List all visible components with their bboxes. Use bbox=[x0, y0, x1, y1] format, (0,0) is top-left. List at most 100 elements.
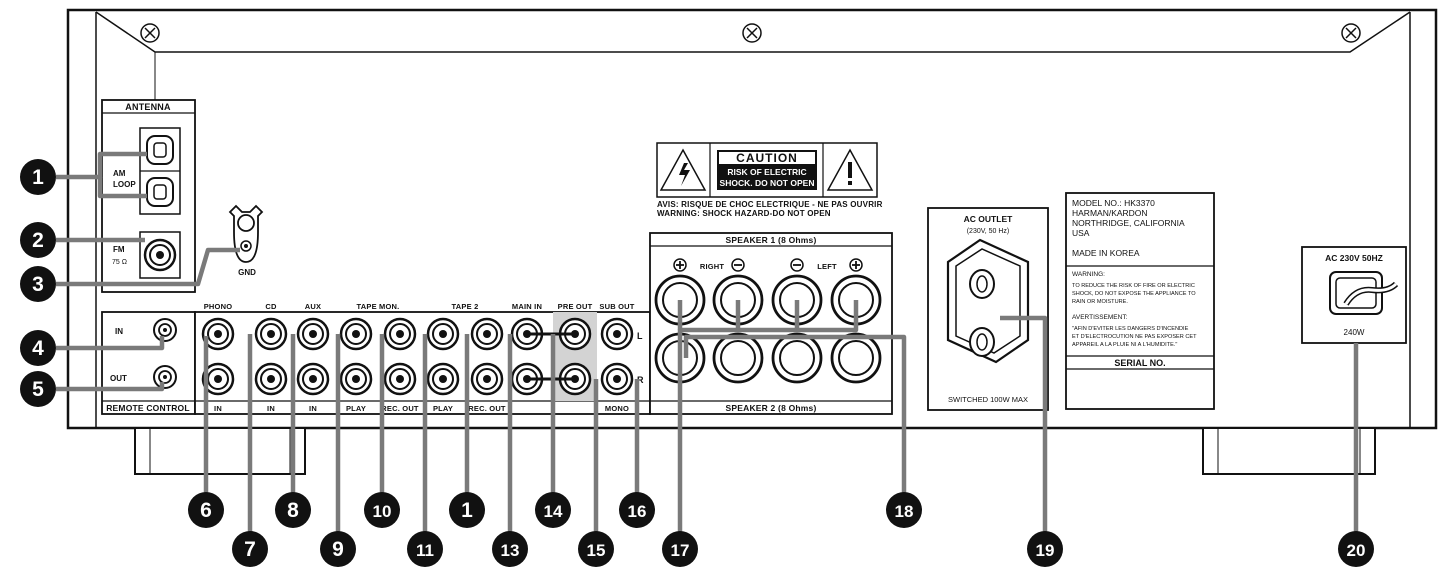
rca-jack[interactable] bbox=[296, 362, 330, 396]
rca-jack[interactable] bbox=[254, 317, 288, 351]
callout-number: 6 bbox=[200, 499, 212, 522]
minus-icon bbox=[790, 258, 804, 272]
tape2-rec-out-label: REC. OUT bbox=[468, 404, 506, 413]
screw-left bbox=[140, 23, 160, 43]
callout-marker: 3 bbox=[20, 266, 56, 302]
speaker-binding-post[interactable] bbox=[830, 332, 882, 384]
warning-line3: RAIN OR MOISTURE. bbox=[1072, 299, 1128, 305]
callout-number: 10 bbox=[373, 502, 392, 521]
rca-jack[interactable] bbox=[339, 362, 373, 396]
remote-out-jack[interactable] bbox=[153, 365, 177, 389]
caution-title: CAUTION bbox=[736, 151, 798, 165]
foot-left bbox=[134, 427, 306, 475]
speaker2-label: SPEAKER 2 (8 Ohms) bbox=[726, 403, 817, 413]
warning-text: WARNING: SHOCK HAZARD-DO NOT OPEN bbox=[657, 209, 831, 218]
speaker-right-label: RIGHT bbox=[700, 262, 725, 271]
callout-number: 1 bbox=[461, 499, 473, 522]
aux-in-label: IN bbox=[309, 404, 317, 413]
callout-marker: 17 bbox=[662, 531, 698, 567]
avertissement-title: AVERTISSEMENT: bbox=[1072, 314, 1128, 321]
callout-marker: 7 bbox=[232, 531, 268, 567]
callout-marker: 19 bbox=[1027, 531, 1063, 567]
rca-jack[interactable] bbox=[600, 317, 634, 351]
callout-number: 18 bbox=[895, 502, 914, 521]
callout-marker: 1 bbox=[449, 492, 485, 528]
rca-jack[interactable] bbox=[426, 317, 460, 351]
callout-number: 17 bbox=[671, 541, 690, 560]
am-loop-terminal-bottom[interactable] bbox=[146, 177, 174, 207]
power-watts-label: 240W bbox=[1344, 328, 1365, 337]
loop-label: LOOP bbox=[113, 180, 136, 189]
rca-jack[interactable] bbox=[383, 317, 417, 351]
callout-marker: 9 bbox=[320, 531, 356, 567]
avis-text: AVIS: RISQUE DE CHOC ELECTRIQUE - NE PAS… bbox=[657, 200, 883, 209]
tape-mon-play-label: PLAY bbox=[346, 404, 366, 413]
callout-marker: 20 bbox=[1338, 531, 1374, 567]
speaker-binding-post[interactable] bbox=[771, 332, 823, 384]
speaker-binding-post[interactable] bbox=[712, 332, 764, 384]
rca-jack[interactable] bbox=[470, 317, 504, 351]
rca-jack[interactable] bbox=[254, 362, 288, 396]
rca-jack[interactable] bbox=[201, 317, 235, 351]
fm-label: FM bbox=[113, 245, 125, 254]
gnd-label: GND bbox=[238, 268, 256, 277]
speaker-terminal-panel: SPEAKER 1 (8 Ohms) SPEAKER 2 (8 Ohms) RI… bbox=[649, 232, 893, 415]
screw-right bbox=[1341, 23, 1361, 43]
input-jack-panel: PHONO CD AUX TAPE MON. TAPE 2 MAIN IN PR… bbox=[194, 302, 651, 415]
fm-ohm-label: 75 Ω bbox=[112, 259, 127, 266]
am-loop-terminal-top[interactable] bbox=[146, 135, 174, 165]
tape-mon-label: TAPE MON. bbox=[357, 302, 400, 311]
power-cord-section: AC 230V 50HZ 240W bbox=[1301, 246, 1407, 344]
callout-marker: 11 bbox=[407, 531, 443, 567]
callout-marker: 2 bbox=[20, 222, 56, 258]
ac-outlet-switched: SWITCHED 100W MAX bbox=[948, 395, 1028, 404]
rca-jack[interactable] bbox=[470, 362, 504, 396]
callout-number: 11 bbox=[416, 541, 434, 560]
tape-mon-rec-out-label: REC. OUT bbox=[381, 404, 419, 413]
rca-jack[interactable] bbox=[600, 362, 634, 396]
antenna-title: ANTENNA bbox=[125, 102, 171, 112]
avertissement-line2: ET D'ELECTROCUTION NE PAS EXPOSER CET bbox=[1072, 334, 1197, 340]
callout-number: 2 bbox=[32, 229, 44, 252]
main-in-label: MAIN IN bbox=[512, 302, 542, 311]
callout-marker: 10 bbox=[364, 492, 400, 528]
rca-jack[interactable] bbox=[383, 362, 417, 396]
remote-control-section: REMOTE CONTROL IN OUT bbox=[101, 311, 196, 415]
callout-marker: 15 bbox=[578, 531, 614, 567]
pre-out-label: PRE OUT bbox=[558, 302, 593, 311]
callout-number: 3 bbox=[32, 273, 44, 296]
speaker-left-label: LEFT bbox=[817, 262, 837, 271]
warning-line2: SHOCK, DO NOT EXPOSE THE APPLIANCE TO bbox=[1072, 291, 1196, 297]
cd-in-label: IN bbox=[267, 404, 275, 413]
callout-marker: 1 bbox=[20, 159, 56, 195]
rca-jack[interactable] bbox=[339, 317, 373, 351]
model-label: MODEL NO.: HK3370 HARMAN/KARDON NORTHRID… bbox=[1065, 192, 1215, 410]
plus-icon bbox=[849, 258, 863, 272]
ac-outlet-sub: (230V, 50 Hz) bbox=[967, 228, 1010, 235]
callout-number: 19 bbox=[1036, 541, 1055, 560]
minus-icon bbox=[731, 258, 745, 272]
avertissement-line1: "AFIN D'EVITER LES DANGERS D'INCENDIE bbox=[1072, 326, 1189, 332]
model-line4: USA bbox=[1072, 228, 1090, 238]
rca-jack[interactable] bbox=[201, 362, 235, 396]
callout-marker: 8 bbox=[275, 492, 311, 528]
leader-lines bbox=[56, 151, 1359, 533]
power-cord-icon bbox=[1329, 271, 1399, 315]
aux-label: AUX bbox=[305, 302, 321, 311]
caution-line2: SHOCK. DO NOT OPEN bbox=[720, 178, 815, 188]
ac-outlet-socket[interactable] bbox=[946, 238, 1030, 364]
rca-jack[interactable] bbox=[426, 362, 460, 396]
callout-marker: 16 bbox=[619, 492, 655, 528]
am-label: AM bbox=[113, 169, 126, 178]
phono-in-label: IN bbox=[214, 404, 222, 413]
made-in-label: MADE IN KOREA bbox=[1072, 248, 1140, 258]
rca-jack[interactable] bbox=[296, 317, 330, 351]
callout-number: 8 bbox=[287, 499, 299, 522]
remote-in-jack[interactable] bbox=[153, 318, 177, 342]
phono-label: PHONO bbox=[204, 302, 233, 311]
callout-number: 20 bbox=[1347, 541, 1366, 560]
fm-antenna-jack[interactable] bbox=[143, 238, 177, 272]
foot-right bbox=[1202, 427, 1376, 475]
